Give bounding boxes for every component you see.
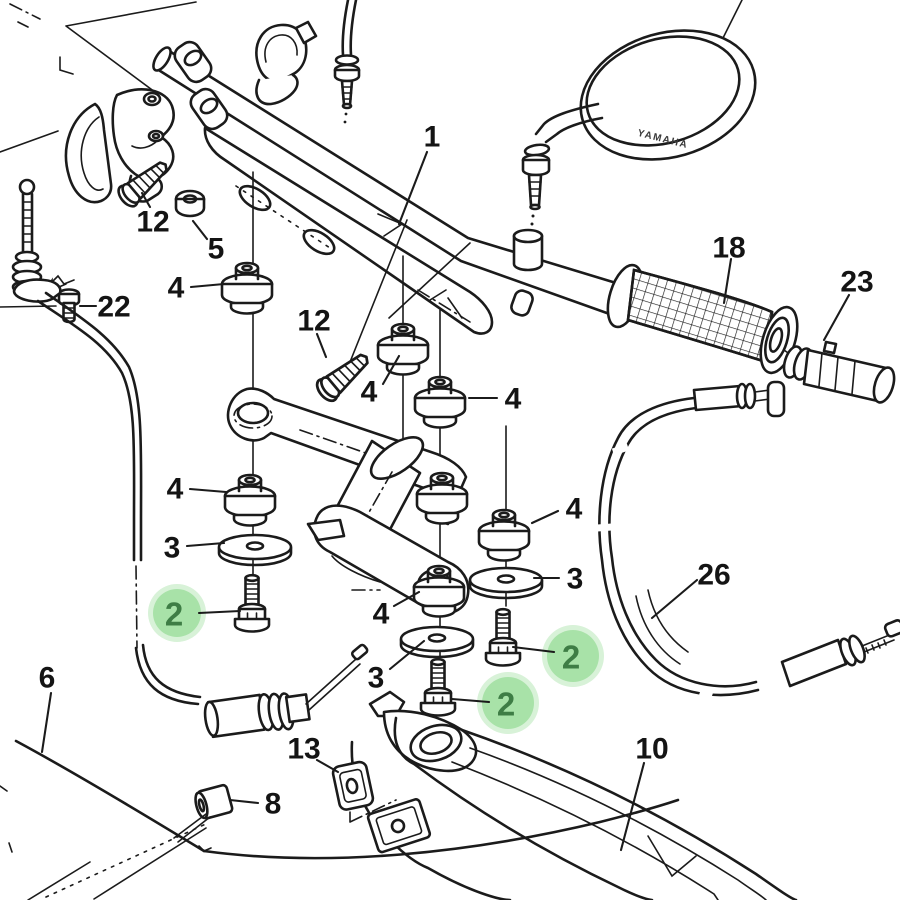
highlight-callouts: 2 2 2 [148,584,604,734]
part-label-8: 8 [265,788,282,821]
top-left-leader-lines [0,1,197,853]
damper-4-b [376,322,430,376]
cable-guide-8 [173,783,234,843]
part-labels: 1 12 5 4 22 12 4 4 18 23 4 3 4 3 4 3 6 1… [39,121,874,821]
highlight-circle-b [547,630,599,682]
damper-4-a [220,261,274,315]
bottom-body-lines [14,739,680,900]
mirror: YAMAHA [512,0,757,272]
clutch-cable [11,178,369,739]
damper-4-f [477,508,531,562]
mirror-boss [512,228,544,272]
part-label-4-b: 4 [361,376,378,409]
label-leader-lines [40,150,851,852]
clip-13 [331,760,397,823]
highlight-circle-a [153,589,201,637]
part-label-4-a: 4 [168,272,185,305]
washer-3-a [217,533,293,567]
left-mirror-stem [333,0,361,124]
part-label-22: 22 [97,291,130,324]
part-label-10: 10 [635,733,668,766]
part-label-12-lower: 12 [297,305,330,338]
handlebar-cover-stay-10 [350,690,798,900]
part-label-26: 26 [697,559,730,592]
washer-3-c [399,625,475,659]
part-label-1: 1 [424,121,441,154]
part-label-3-a: 3 [164,532,181,565]
bolt-2-a [233,573,271,633]
damper-4-c [413,375,467,429]
part-label-4-f: 4 [373,598,390,631]
highlighted-label-2c: 2 [497,686,515,723]
damper-4-d [223,473,277,527]
highlighted-label-2b: 2 [562,639,580,676]
part-label-4-d: 4 [167,473,184,506]
part-label-12-upper: 12 [136,206,169,239]
grip [606,263,799,375]
bar-end-23 [782,340,896,404]
nut-5 [174,189,206,218]
highlighted-label-2a: 2 [165,596,183,633]
part-label-18: 18 [712,232,745,265]
part-label-13: 13 [287,733,320,766]
handlebar-holder [203,126,494,335]
throttle-cable [596,380,900,700]
part-label-3-c: 3 [368,662,385,695]
part-label-6: 6 [39,662,56,695]
part-label-3-b: 3 [567,563,584,596]
mirror-clamp [255,20,318,106]
bolt-2-b [484,607,522,667]
highlight-circle-c [482,677,534,729]
handlebar [152,46,628,319]
lever-perch [64,88,175,204]
part-label-4-c: 4 [505,383,522,416]
part-label-23: 23 [840,266,873,299]
part-label-5: 5 [208,233,225,266]
part-label-4-e: 4 [566,493,583,526]
bolt-2-c [419,657,457,717]
handlebar-lugs [173,40,534,317]
